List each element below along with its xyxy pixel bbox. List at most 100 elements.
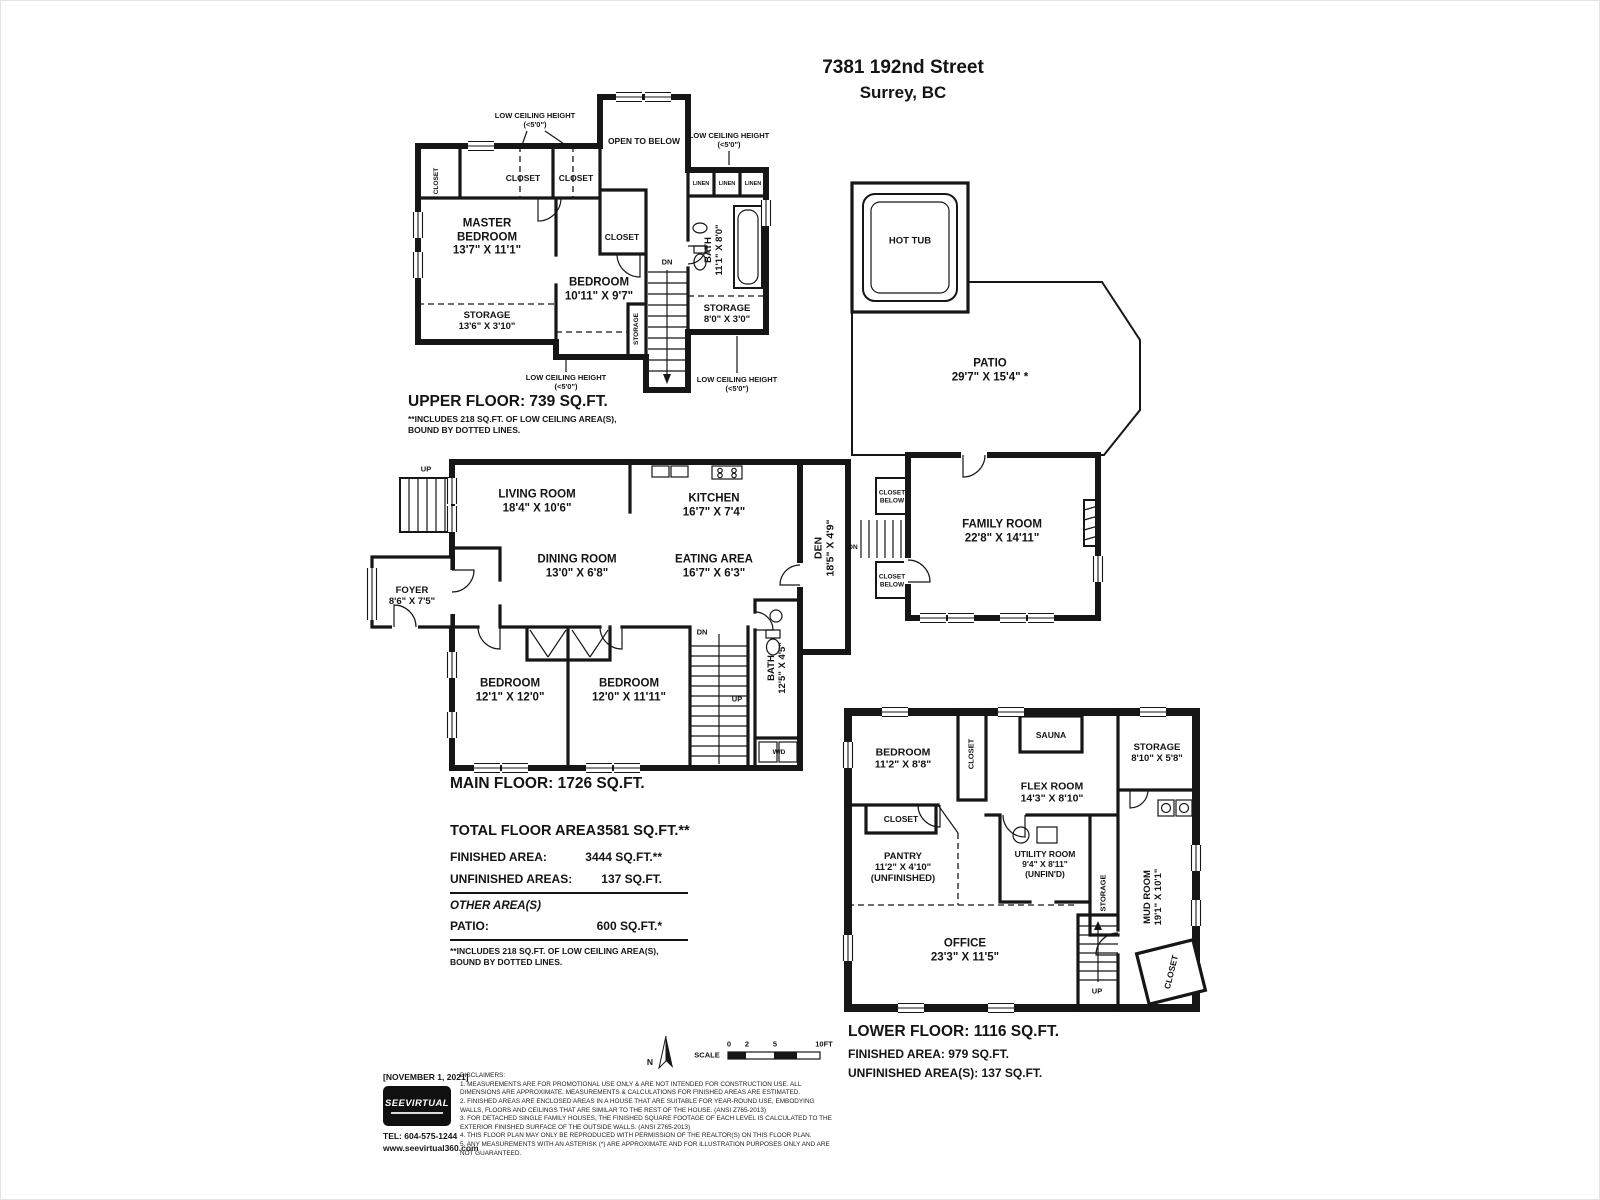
upper-floor-heading: UPPER FLOOR: 739 SQ.FT. — [408, 393, 608, 410]
sauna-label: SAUNA — [1035, 729, 1067, 740]
low-ceiling-note-1: LOW CEILING HEIGHT (<5'0") — [494, 111, 576, 129]
seevirtual-logo: SEEVIRTUAL — [383, 1086, 451, 1126]
low-ceiling-note-3: LOW CEILING HEIGHT (<5'0") — [525, 373, 607, 391]
main-doors — [393, 454, 986, 650]
lower-unfinished-area: UNFINISHED AREA(S): 137 SQ.FT. — [848, 1066, 1043, 1080]
front-door-opening — [392, 622, 418, 632]
seevirtual-logo-text: SEEVIRTUAL — [384, 1098, 449, 1109]
washer-dryer-label: W/D — [772, 749, 786, 757]
lower-closet-label-2: CLOSET — [883, 813, 919, 824]
scale-label: SCALE — [694, 1050, 720, 1060]
toilet-bowl — [693, 253, 707, 271]
den-label: DEN 18'5" X 4'9" — [812, 519, 837, 577]
closet-label-upper-3: CLOSET — [558, 172, 594, 183]
total-area-label: TOTAL FLOOR AREA: — [450, 823, 601, 839]
total-area-value: 3581 SQ.FT.** — [597, 823, 690, 839]
main-stairs-up-label: UP — [731, 694, 743, 704]
scale-tick-10: 10FT — [815, 1039, 833, 1049]
family-room-label: FAMILY ROOM 22'8" X 14'11" — [962, 518, 1042, 544]
totals-divider-1 — [450, 892, 688, 894]
burner-2 — [731, 467, 737, 474]
main-stair-treads — [690, 634, 748, 764]
lower-rotated-closet — [1134, 937, 1208, 1007]
patio-area-value: 600 SQ.FT.* — [596, 919, 662, 933]
patio-label: PATIO 29'7" X 15'4" * — [951, 357, 1029, 383]
other-areas-heading: OTHER AREA(S) — [450, 900, 541, 912]
kitchen-sink-2 — [670, 465, 689, 478]
washer-dryer-2 — [778, 741, 798, 763]
closet-below-box-1 — [875, 477, 909, 515]
north-label: N — [646, 1056, 654, 1067]
water-tank — [1012, 826, 1030, 844]
main-floor-walls — [366, 450, 1104, 774]
den-stair-treads — [860, 520, 902, 558]
scale-bar — [727, 1051, 821, 1060]
utility-room-label: UTILITY ROOM 9'4" X 8'11" (UNFIN'D) — [1014, 848, 1076, 880]
family-door-opening — [904, 558, 913, 584]
unfinished-area-value: 137 SQ.FT. — [601, 872, 662, 886]
kitchen-label: KITCHEN 16'7" X 7'4" — [682, 492, 746, 518]
linen-label-1: LINEN — [692, 180, 710, 187]
bath-sink — [692, 222, 708, 234]
main-bedroom1-label: BEDROOM 12'1" X 12'0" — [475, 677, 545, 703]
bathtub-basin — [737, 209, 759, 285]
main-floor-heading: MAIN FLOOR: 1726 SQ.FT. — [450, 775, 645, 792]
patio-door-opening — [961, 450, 987, 460]
footer-phone: TEL: 604-575-1244 — [383, 1131, 458, 1141]
foyer-opening — [446, 570, 456, 614]
hot-tub-basin — [870, 201, 950, 294]
lower-stairs-up-label: UP — [1091, 986, 1103, 996]
burner-1 — [717, 467, 723, 474]
upper-floor-walls — [412, 91, 772, 393]
fireplace — [1083, 499, 1099, 547]
lower-floor-heading: LOWER FLOOR: 1116 SQ.FT. — [848, 1023, 1060, 1040]
finished-area-value: 3444 SQ.FT.** — [585, 850, 662, 864]
scale-tick-2: 2 — [744, 1039, 750, 1049]
closet-label-upper-4: CLOSET — [604, 231, 640, 242]
dining-room-label: DINING ROOM 13'0" X 6'8" — [537, 553, 617, 579]
porch-up-label: UP — [420, 464, 432, 474]
upper-storage-left-label: STORAGE 13'6" X 3'10" — [458, 309, 516, 332]
main-interior-walls — [450, 460, 802, 770]
flex-room-label: FLEX ROOM 14'3" X 8'10" — [1020, 780, 1084, 805]
closet-below-label-1: CLOSET BELOW — [878, 489, 906, 504]
washer-dryer-1 — [758, 741, 778, 763]
main-toilet-bowl — [765, 638, 781, 656]
scale-tick-5: 5 — [772, 1039, 778, 1049]
lower-storage-mid-label: STORAGE — [1098, 874, 1108, 912]
annotation-leader-lines — [520, 130, 738, 373]
open-to-below-label: OPEN TO BELOW — [607, 135, 681, 146]
patio-area-label: PATIO: — [450, 919, 489, 933]
lower-doors — [917, 789, 1149, 956]
pantry-diagonal-door — [937, 804, 959, 834]
kitchen-sink-1 — [651, 465, 670, 478]
den-stairs-dn-label: DN — [848, 544, 858, 552]
pantry-label: PANTRY 11'2" X 4'10" (UN­FINISHED) — [870, 851, 936, 885]
unfinished-area-label: UNFINISHED AREAS: — [450, 872, 573, 886]
closet-label-upper-1: CLOSET — [433, 167, 441, 195]
low-ceiling-note-2: LOW CEILING HEIGHT (<5'0") — [688, 131, 770, 149]
stove — [711, 465, 743, 480]
finished-area-label: FINISHED AREA: — [450, 850, 547, 864]
lower-unfinished-dashed — [848, 833, 1075, 906]
office-label: OFFICE 23'3" X 11'5" — [930, 937, 1000, 963]
washer-door — [1160, 802, 1172, 814]
lower-floor-walls — [842, 706, 1208, 1014]
low-ceiling-note-4: LOW CEILING HEIGHT (<5'0") — [696, 375, 778, 393]
page-title: 7381 192nd Street — [822, 56, 984, 78]
porch-steps-box — [399, 477, 453, 533]
den-walls — [797, 459, 851, 655]
linen-label-2: LINEN — [718, 180, 736, 187]
plan-date: [NOVEMBER 1, 2021] — [383, 1072, 469, 1082]
upper-stair-treads — [648, 271, 688, 372]
hot-tub-label: HOT TUB — [888, 235, 932, 247]
main-bath-label: BATH 12'5" X 4'5" — [765, 642, 788, 694]
upper-floor-note: **INCLUDES 218 SQ.FT. OF LOW CEILING ARE… — [408, 414, 617, 435]
upper-low-ceiling-dashed — [418, 146, 766, 333]
seevirtual-logo-line — [391, 1112, 443, 1114]
page-subtitle: Surrey, BC — [859, 82, 947, 102]
lower-storage-top-label: STORAGE 8'10" X 5'8" — [1131, 741, 1183, 764]
living-room-label: LIVING ROOM 18'4" X 10'6" — [498, 488, 576, 514]
burner-4 — [731, 472, 737, 479]
